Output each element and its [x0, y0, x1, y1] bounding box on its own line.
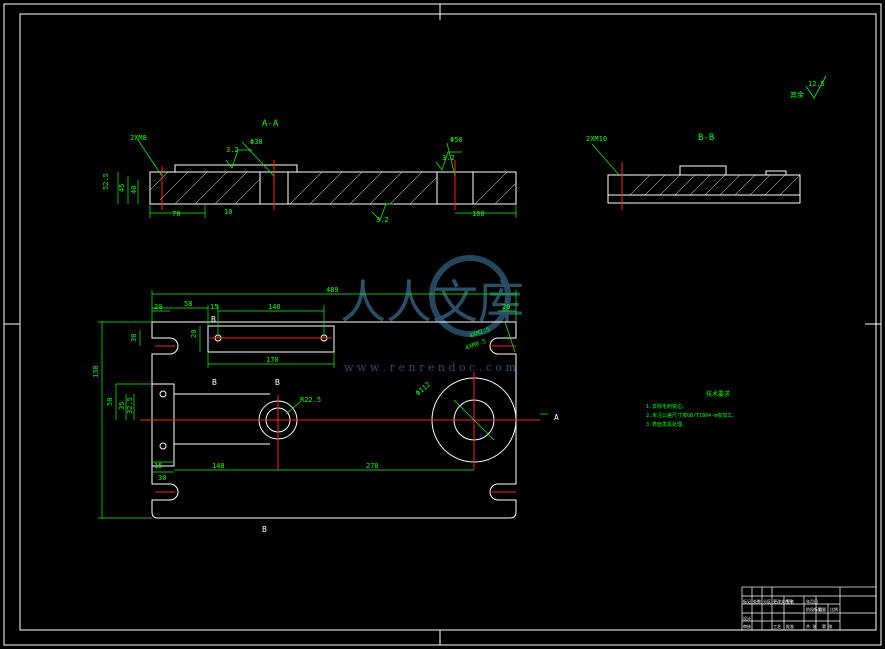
- dim-58: 58: [184, 300, 192, 308]
- hole-d50: Φ50: [450, 136, 463, 144]
- dim-130: 130: [92, 365, 100, 378]
- inner-frame: [19, 13, 877, 631]
- roughness-label: 其余: [790, 90, 804, 99]
- section-b-label-top: B: [211, 315, 216, 324]
- tech-note-1: 1.去除毛刺锐边。: [646, 403, 687, 410]
- hole-d38: Φ38: [250, 138, 263, 146]
- dim-45: 45: [118, 184, 126, 192]
- dim-r22-5: R22.5: [300, 396, 321, 404]
- roughness-corner: 12.5 其余: [790, 75, 827, 99]
- plan-dims: [98, 290, 548, 519]
- section-b-label-bottom: B: [262, 525, 267, 534]
- plan-arm: [174, 393, 270, 445]
- section-aa-body: [149, 171, 517, 205]
- section-a-arrow-label: A: [554, 413, 559, 422]
- section-b-mark: B: [275, 378, 280, 387]
- roughness-value: 12.5: [808, 80, 825, 88]
- thread-2xm8: 2XM8: [130, 134, 147, 142]
- dim-20-left: 20: [154, 303, 162, 311]
- rough-top: 3.2: [226, 146, 239, 154]
- title-block: [741, 586, 877, 631]
- tech-notes-title: 技术要求: [706, 390, 730, 398]
- title-block-text: 标记 处数 分区 更改文件号 签名 年月日 阶段标记 重量 比例 共 张 第 张…: [743, 598, 838, 629]
- dim-70: 70: [172, 210, 180, 218]
- tb-cell-3: 分区: [763, 598, 771, 604]
- thread-2xm10: 2XM10: [586, 135, 607, 143]
- section-bb-title: B-B: [698, 133, 714, 143]
- tech-notes: 技术要求 1.去除毛刺锐边。 2.未注公差尺寸按GB/T1804-m级加工。 3…: [646, 390, 737, 428]
- section-bb-boss: [679, 165, 727, 176]
- dim-40: 40: [130, 186, 138, 194]
- dim-35: 35: [118, 402, 126, 410]
- tb-cell-11: 第 张: [822, 623, 832, 629]
- roughness-symbol-icon: [805, 75, 827, 99]
- section-b-label-mid: B: [212, 378, 217, 387]
- plan-lug-hole-2: [159, 442, 167, 450]
- tb-cell-14: 工艺: [773, 624, 781, 629]
- section-aa-dims: [117, 139, 517, 221]
- section-bb-view: B-B 2XM10: [586, 133, 801, 210]
- dim-489: 489: [326, 286, 339, 294]
- dim-50: 50: [106, 398, 114, 406]
- section-aa-title: A-A: [262, 119, 279, 129]
- dim-20-right: 20: [502, 303, 510, 311]
- section-bb-leader: [591, 143, 621, 177]
- section-aa-boss: [174, 164, 298, 173]
- dim-32-5: 32.5: [126, 397, 134, 414]
- section-bb-step: [765, 170, 787, 176]
- tb-cell-4: 更改文件号: [773, 598, 793, 604]
- dim-170: 170: [266, 356, 279, 364]
- tb-cell-7: 阶段标记: [806, 606, 822, 612]
- dim-30-top: 30: [130, 334, 138, 342]
- dim-15-lug: 15: [154, 462, 162, 470]
- dim-148: 148: [212, 462, 225, 470]
- tb-cell-9: 比例: [830, 606, 838, 612]
- dim-52-5: 52.5: [102, 173, 110, 190]
- dim-270: 270: [366, 462, 379, 470]
- tb-cell-5: 签名: [786, 598, 794, 604]
- watermark-url: w w w . r e n r e n d o c . c o m: [344, 361, 516, 374]
- dim-10: 10: [224, 208, 232, 216]
- watermark-text: 人人文库: [340, 275, 524, 329]
- tb-cell-1: 标记: [743, 598, 751, 604]
- plan-left-lug: [151, 383, 175, 467]
- watermark-logo-ring: [429, 255, 511, 337]
- section-bb-hatch: [629, 174, 801, 196]
- plan-outline: [151, 321, 517, 519]
- plan-slot-block: [207, 325, 335, 353]
- tech-note-2: 2.未注公差尺寸按GB/T1804-m级加工。: [646, 412, 737, 419]
- tb-cell-15: 批准: [786, 623, 794, 629]
- rough-right: 3.2: [442, 154, 455, 162]
- rough-bottom: 3.2: [376, 216, 389, 224]
- tb-cell-10: 共 张: [806, 623, 816, 629]
- section-aa-hatch: [149, 171, 517, 205]
- dim-30-bottom: 30: [158, 474, 166, 482]
- dim-15-slot: 15: [210, 303, 218, 311]
- dim-140: 140: [268, 303, 281, 311]
- dim-100: 100: [472, 210, 485, 218]
- tb-cell-12: 设计: [743, 615, 751, 621]
- dim-20-slot: 20: [190, 330, 198, 338]
- title-block-frame: [741, 586, 877, 631]
- slot-note-2: 4XM0.5: [464, 338, 487, 352]
- section-aa-view: A-A 52.5 45 40 2XM8 Φ38 Φ50 3.2 3.2: [102, 119, 517, 224]
- plan-lug-hole-1: [159, 390, 167, 398]
- dim-d112: Φ112: [414, 381, 432, 398]
- tb-cell-8: 重量: [818, 606, 826, 612]
- tech-note-3: 3.表面发黑处理。: [646, 421, 687, 428]
- watermark: 人人文库 w w w . r e n r e n d o c . c o m: [340, 255, 524, 374]
- tb-cell-6: 年月日: [806, 598, 818, 604]
- tb-cell-2: 处数: [753, 598, 761, 604]
- tb-cell-13: 审核: [743, 623, 751, 629]
